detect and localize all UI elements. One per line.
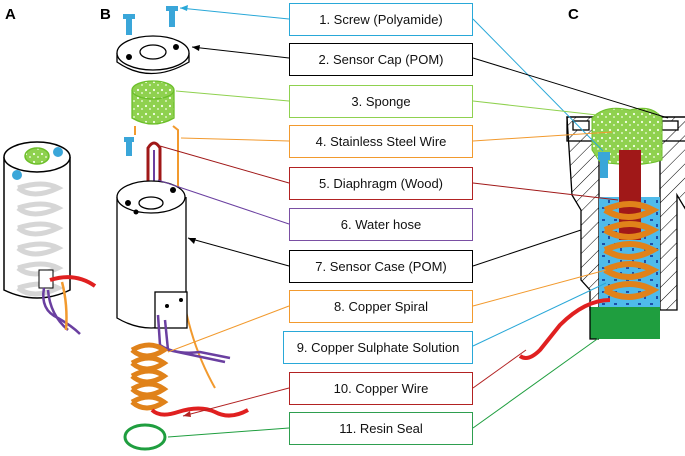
panel-c-copper-spiral	[603, 201, 660, 300]
panel-b-screws	[123, 6, 178, 156]
panel-letter-c: C	[568, 6, 579, 23]
label-sponge: 3. Sponge	[289, 85, 473, 118]
panel-b-diaphragm	[146, 141, 162, 190]
label-copper-spiral: 8. Copper Spiral	[289, 290, 473, 323]
panel-b-copper-spiral	[130, 342, 169, 411]
panel-c-resin	[590, 307, 660, 339]
panel-c-copper-wire	[518, 298, 611, 360]
label-screw: 1. Screw (Polyamide)	[289, 3, 473, 36]
panel-a-case	[3, 157, 71, 299]
connector-lines	[157, 5, 669, 438]
panel-letter-a: A	[5, 6, 16, 23]
label-sensor-cap: 2. Sensor Cap (POM)	[289, 43, 473, 76]
panel-b-sensor-case	[116, 180, 188, 329]
label-resin-seal: 11. Resin Seal	[289, 412, 473, 445]
label-water-hose: 6. Water hose	[289, 208, 473, 241]
panel-a-screw-icon-2	[53, 147, 63, 157]
panel-a-copper-wire	[49, 275, 97, 288]
panel-a-sponge	[24, 147, 50, 165]
label-copper-sulphate: 9. Copper Sulphate Solution	[283, 331, 473, 364]
panel-c-case-left	[566, 116, 600, 311]
panel-c-case-right	[659, 116, 685, 311]
panel-b-exploded	[116, 6, 249, 451]
panel-b-resin-seal	[123, 423, 167, 451]
panel-c-screw-icon	[600, 160, 608, 178]
label-copper-wire: 10. Copper Wire	[289, 372, 473, 405]
panel-b-sensor-cap	[116, 35, 190, 75]
panel-b-copper-wire	[150, 406, 249, 418]
label-steel-wire: 4. Stainless Steel Wire	[289, 125, 473, 158]
panel-letter-b: B	[100, 6, 111, 23]
label-diaphragm: 5. Diaphragm (Wood)	[289, 167, 473, 200]
panel-a-screw-icon	[12, 170, 22, 180]
label-sensor-case: 7. Sensor Case (POM)	[289, 250, 473, 283]
panel-a-sensor	[3, 141, 97, 335]
panel-c-cross-section	[518, 107, 685, 360]
panel-b-sponge	[131, 80, 175, 125]
